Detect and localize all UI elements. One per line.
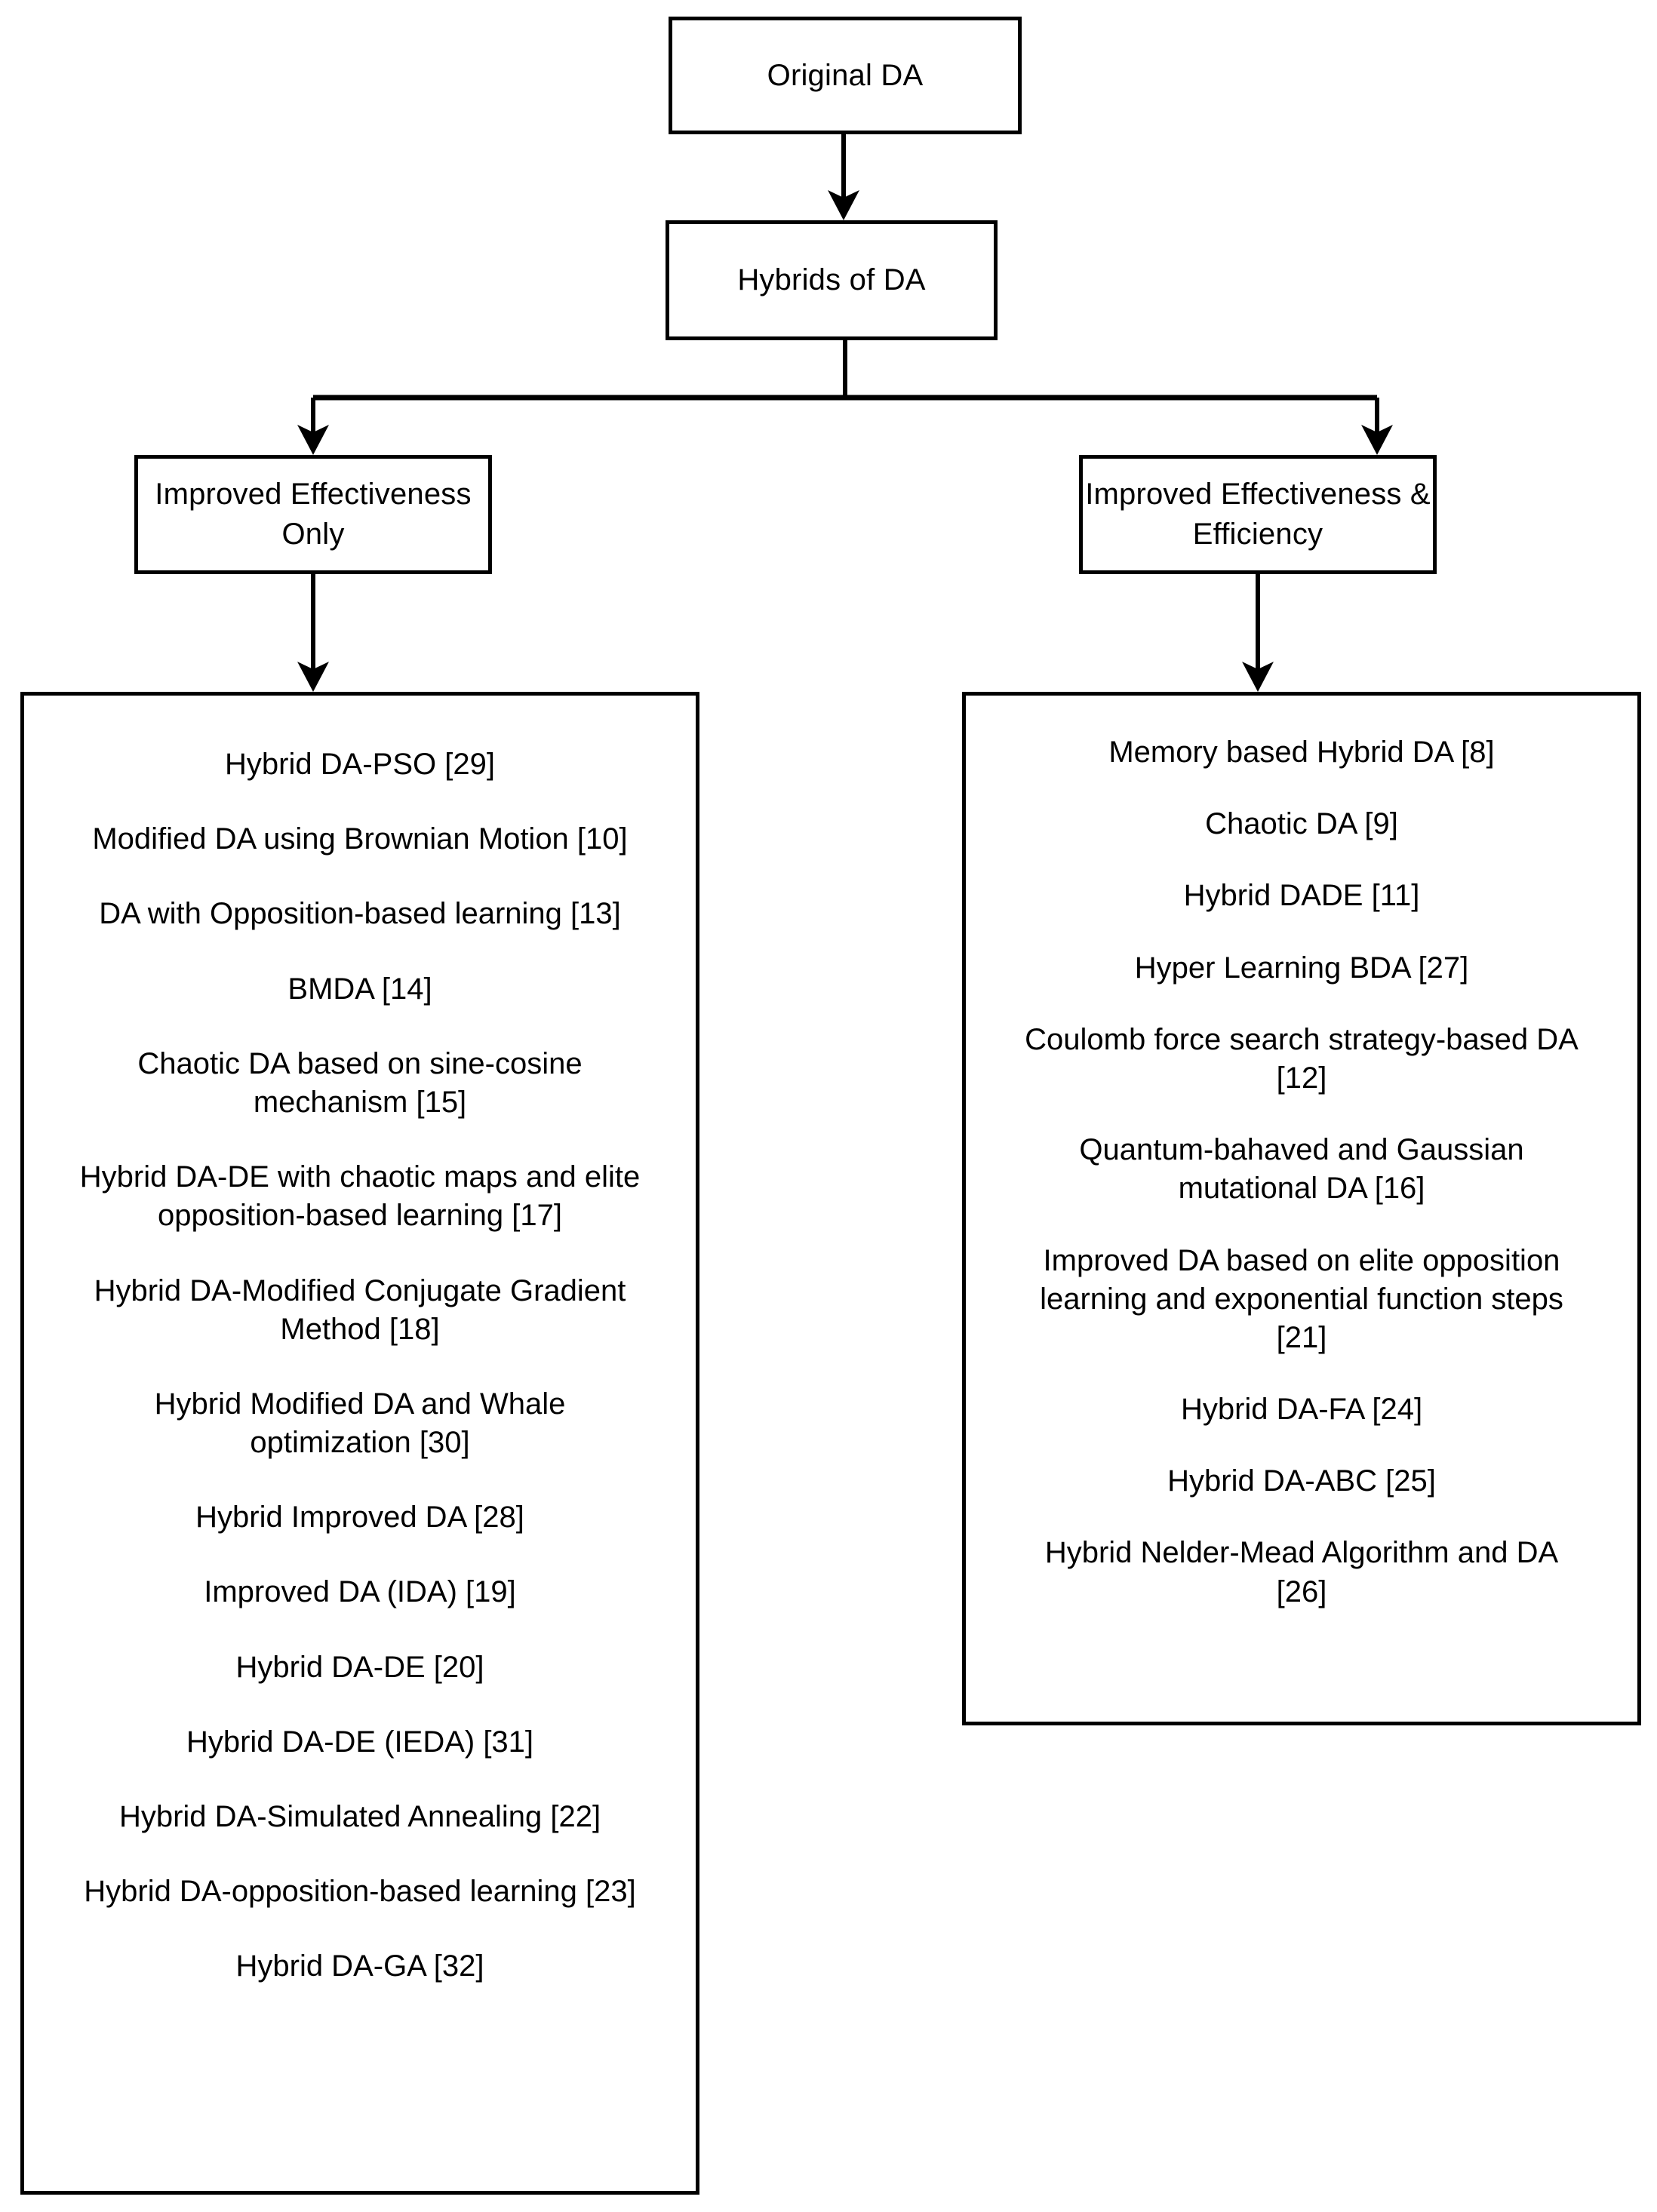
- arrowhead-original-to-hybrids: [828, 190, 859, 220]
- list-item: Improved DA based on elite opposition le…: [1040, 1243, 1563, 1354]
- node-hybrids-of-da[interactable]: Hybrids of DA: [666, 220, 998, 340]
- list-item: Hyper Learning BDA [27]: [1134, 951, 1469, 985]
- arrowhead-left-list: [297, 662, 329, 692]
- list-item: Chaotic DA based on sine-cosine mechanis…: [137, 1046, 583, 1119]
- node-hybrids-of-da-label: Hybrids of DA: [737, 263, 926, 297]
- list-item: Hybrid DA-FA [24]: [1180, 1393, 1423, 1427]
- arrowhead-right-list: [1242, 662, 1274, 692]
- list-item: Hybrid DA-ABC [25]: [1167, 1464, 1436, 1498]
- list-item: Hybrid DA-DE with chaotic maps and elite…: [79, 1160, 641, 1233]
- list-item: Hybrid DA-DE (IEDA) [31]: [186, 1725, 534, 1759]
- list-box-effectiveness-only: Hybrid DA-PSO [29] Modified DA using Brow…: [20, 692, 699, 2195]
- list-item: Hybrid DADE [11]: [1183, 879, 1420, 913]
- list-item: Chaotic DA [9]: [1205, 807, 1398, 841]
- list-box-effectiveness-and-efficiency: Memory based Hybrid DA [8] Chaotic DA [9]…: [962, 692, 1641, 1725]
- node-category-effectiveness-only[interactable]: Improved Effectiveness Only: [134, 455, 492, 574]
- list-item: Memory based Hybrid DA [8]: [1108, 736, 1495, 769]
- list-item: Hybrid DA-GA [32]: [235, 1949, 484, 1983]
- list-item: Hybrid Modified DA and Whale optimizatio…: [154, 1387, 566, 1460]
- arrowhead-left-category: [297, 425, 329, 455]
- list-item: Improved DA (IDA) [19]: [204, 1575, 516, 1609]
- node-original-da-label: Original DA: [767, 58, 924, 92]
- list-item: Hybrid Improved DA [28]: [195, 1501, 524, 1535]
- list-item: Hybrid DA-Modified Conjugate Gradient Me…: [94, 1273, 626, 1346]
- list-item: Coulomb force search strategy-based DA […: [1025, 1022, 1579, 1095]
- arrowhead-right-category: [1361, 425, 1393, 455]
- list-item: Hybrid DA-PSO [29]: [225, 748, 495, 781]
- list-item: Quantum-bahaved and Gaussian mutational …: [1079, 1133, 1524, 1206]
- list-item: Hybrid Nelder-Mead Algorithm and DA [26]: [1044, 1536, 1559, 1608]
- list-item: Hybrid DA-Simulated Annealing [22]: [118, 1800, 601, 1833]
- list-item: Hybrid DA-opposition-based learning [23]: [84, 1875, 636, 1909]
- list-item: DA with Opposition-based learning [13]: [99, 897, 621, 931]
- list-item: Hybrid DA-DE [20]: [235, 1650, 484, 1684]
- list-item: Modified DA using Brownian Motion [10]: [92, 822, 628, 856]
- node-category-effectiveness-only-label: Improved Effectiveness Only: [155, 478, 472, 551]
- node-original-da[interactable]: Original DA: [669, 17, 1022, 134]
- node-category-effectiveness-and-efficiency[interactable]: Improved Effectiveness & Efficiency: [1079, 455, 1437, 574]
- list-item: BMDA [14]: [287, 972, 432, 1006]
- node-category-effectiveness-and-efficiency-label: Improved Effectiveness & Efficiency: [1085, 478, 1431, 551]
